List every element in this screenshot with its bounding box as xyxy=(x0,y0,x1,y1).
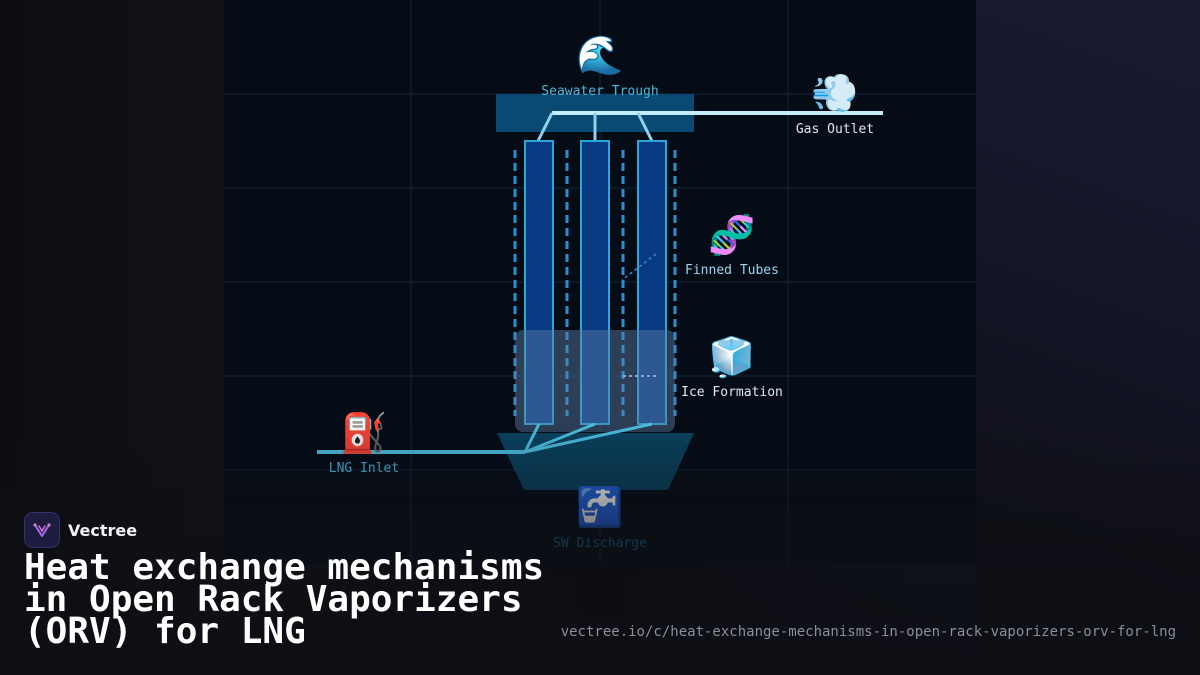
finned-tubes xyxy=(524,140,667,425)
sw-discharge-basin xyxy=(497,433,694,490)
brand[interactable]: Vectree xyxy=(24,512,137,548)
steam-puff-icon: 💨 xyxy=(811,71,858,115)
finned-tubes-label: Finned Tubes xyxy=(685,263,779,278)
ice-formation-label: Ice Formation xyxy=(681,385,783,400)
finned-tube xyxy=(580,140,610,425)
gas-outlet-label: Gas Outlet xyxy=(796,122,874,137)
fuel-pump-icon: ⛽ xyxy=(340,411,387,455)
brand-name: Vectree xyxy=(68,520,138,540)
ice-formation-zone xyxy=(515,330,675,432)
finned-tube xyxy=(524,140,554,425)
gas-manifold xyxy=(536,112,654,142)
dna-icon: 🧬 xyxy=(708,212,755,258)
sw-discharge-label: SW Discharge xyxy=(553,536,647,551)
vectree-logo-icon xyxy=(24,512,60,548)
seawater-film xyxy=(513,150,677,416)
lng-inlet-label: LNG Inlet xyxy=(329,461,399,476)
finned-tubes-leader xyxy=(621,253,657,281)
faucet-icon: 🚰 xyxy=(576,485,623,529)
page-title: Heat exchange mechanisms in Open Rack Va… xyxy=(24,547,545,652)
page-url[interactable]: vectree.io/c/heat-exchange-mechanisms-in… xyxy=(560,624,1176,640)
seawater-trough-label: Seawater Trough xyxy=(541,84,658,99)
finned-tube xyxy=(637,140,667,425)
ice-cube-icon: 🧊 xyxy=(708,335,755,380)
wave-icon: 🌊 xyxy=(576,33,623,77)
